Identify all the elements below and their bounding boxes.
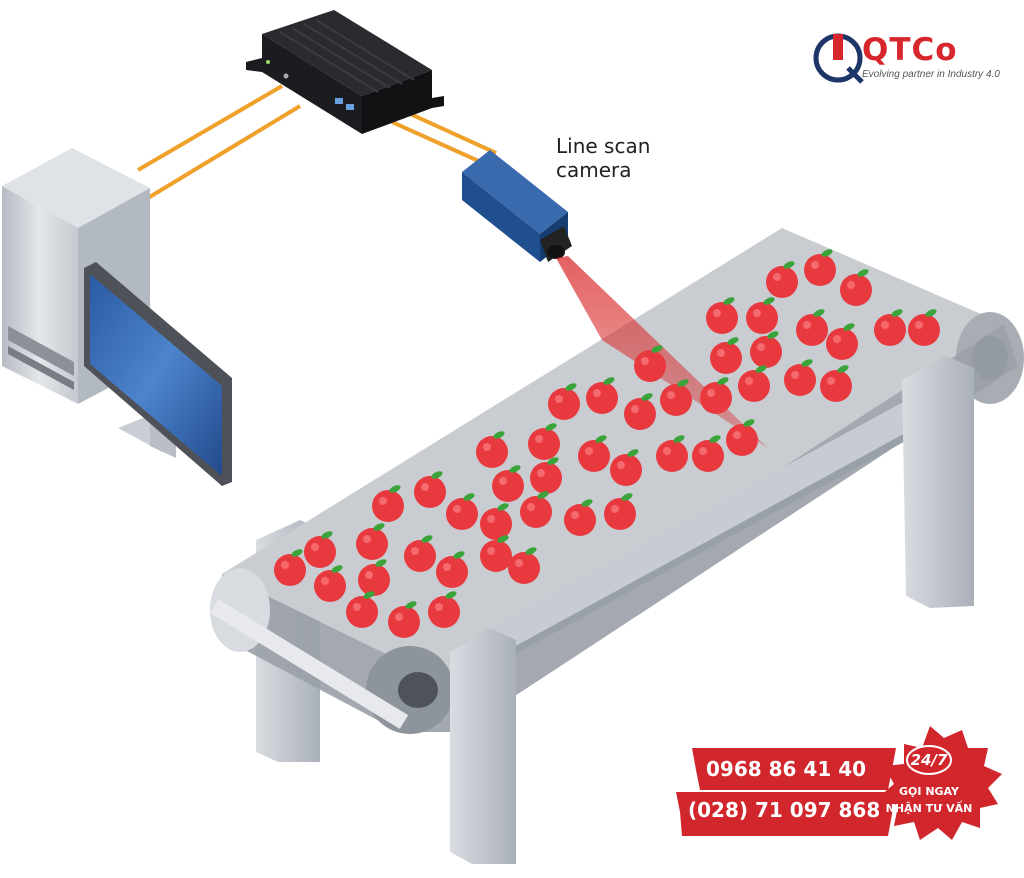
- apple-icon: [706, 297, 738, 334]
- apple-icon: [610, 449, 642, 486]
- apple-icon: [476, 431, 508, 468]
- logo-tagline: Evolving partner in Industry 4.0: [862, 69, 1000, 80]
- badge-get-advice[interactable]: NHẬN TƯ VẤN: [885, 802, 973, 815]
- apple-icon: [528, 423, 560, 460]
- apple-icon: [314, 565, 346, 602]
- apple-icon: [274, 549, 306, 586]
- apple-icon: [840, 269, 872, 306]
- apple-icon: [826, 323, 858, 360]
- apple-icon: [750, 331, 782, 368]
- apple-icon: [604, 493, 636, 530]
- apple-icon: [548, 383, 580, 420]
- apple-icon: [304, 531, 336, 568]
- apple-icon: [428, 591, 460, 628]
- apple-icon: [480, 503, 512, 540]
- logo-text: QTCo: [862, 32, 958, 68]
- apple-icon: [372, 485, 404, 522]
- apple-icon: [692, 435, 724, 472]
- apple-icon: [436, 551, 468, 588]
- apple-icon: [660, 379, 692, 416]
- apple-group: [274, 249, 940, 638]
- apple-icon: [492, 465, 524, 502]
- apple-icon: [358, 559, 390, 596]
- apple-icon: [804, 249, 836, 286]
- industrial-pc-icon: [246, 10, 444, 134]
- apple-icon: [404, 535, 436, 572]
- monitor-icon: [84, 262, 232, 486]
- camera-label: Line scan camera: [556, 134, 651, 182]
- apple-icon: [634, 345, 666, 382]
- apple-icon: [746, 297, 778, 334]
- data-cables: [136, 84, 497, 200]
- logo-q-icon: [813, 33, 864, 84]
- apple-icon: [508, 547, 540, 584]
- badge-starburst: [880, 726, 1002, 840]
- apple-icon: [346, 591, 378, 628]
- apple-icon: [414, 471, 446, 508]
- apple-icon: [766, 261, 798, 298]
- apple-icon: [446, 493, 478, 530]
- apple-icon: [908, 309, 940, 346]
- apple-icon: [710, 337, 742, 374]
- badge-call-now[interactable]: GỌI NGAY: [899, 785, 959, 798]
- apple-icon: [480, 535, 512, 572]
- contact-banner: [676, 726, 1002, 840]
- line-scan-camera-icon: [462, 150, 572, 262]
- apple-icon: [874, 309, 906, 346]
- apple-icon: [520, 491, 552, 528]
- apple-icon: [784, 359, 816, 396]
- apple-icon: [564, 499, 596, 536]
- apple-icon: [726, 419, 758, 456]
- apple-icon: [820, 365, 852, 402]
- apple-icon: [586, 377, 618, 414]
- phone-number-1[interactable]: 0968 86 41 40: [706, 757, 867, 781]
- apple-icon: [356, 523, 388, 560]
- brand-logo: QTCo Evolving partner in Industry 4.0: [806, 30, 1006, 90]
- apple-icon: [738, 365, 770, 402]
- apple-icon: [796, 309, 828, 346]
- apple-icon: [578, 435, 610, 472]
- apple-icon: [700, 377, 732, 414]
- apple-icon: [624, 393, 656, 430]
- apple-icon: [388, 601, 420, 638]
- apple-icon: [656, 435, 688, 472]
- badge-24-7: 24/7: [910, 751, 948, 769]
- phone-number-2[interactable]: (028) 71 097 868: [688, 798, 881, 822]
- apple-icon: [530, 457, 562, 494]
